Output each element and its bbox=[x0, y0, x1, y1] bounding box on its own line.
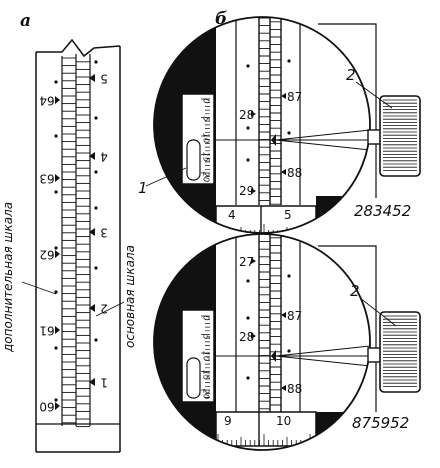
main-scale-number: 5 bbox=[100, 72, 108, 86]
top-left-lower-number: 29 bbox=[239, 184, 254, 198]
top-right-lower-number: 88 bbox=[287, 166, 302, 180]
pointer bbox=[251, 333, 256, 339]
window-digit: 20 bbox=[202, 389, 211, 399]
bottom-right-upper-number: 87 bbox=[287, 309, 302, 323]
scale-dot bbox=[94, 266, 98, 270]
callout-2-bottom: 2 bbox=[350, 282, 360, 300]
panel-a-aux-pointers bbox=[55, 96, 60, 410]
main-caption-leader bbox=[95, 301, 125, 317]
aux-caption-leader bbox=[21, 281, 57, 295]
top-reading: 283452 bbox=[354, 202, 411, 220]
window-digit: 5 bbox=[202, 334, 211, 339]
panel-a-main-scale-numbers: 1 2 3 4 5 bbox=[100, 72, 108, 390]
callout-1-leader bbox=[145, 167, 187, 187]
bottom-adjustment-knob bbox=[367, 311, 421, 393]
bottom-right-lower-number: 88 bbox=[287, 382, 302, 396]
index-pointer bbox=[271, 350, 276, 362]
top-left-upper-number: 28 bbox=[239, 108, 254, 122]
window-digit: 0 bbox=[202, 315, 211, 320]
main-scale-number: 3 bbox=[100, 226, 108, 240]
scale-dot bbox=[54, 80, 58, 84]
bottom-left-upper-number: 28 bbox=[239, 330, 254, 344]
callout-2-top: 2 bbox=[346, 66, 356, 84]
window-digit: 10 bbox=[202, 351, 211, 361]
pointer bbox=[251, 188, 256, 194]
callout-2-top-leader bbox=[355, 81, 393, 109]
scale-dot bbox=[54, 190, 58, 194]
aux-scale-number: 61 bbox=[39, 324, 54, 338]
pointer bbox=[281, 385, 286, 391]
scale-dot bbox=[94, 170, 98, 174]
panel-a-scale-strip bbox=[35, 38, 121, 453]
index-pointer bbox=[271, 134, 276, 146]
callout-1: 1 bbox=[138, 179, 148, 197]
window-digit: 10 bbox=[202, 133, 211, 143]
pointer bbox=[281, 169, 286, 175]
bottom-left-top-number: 27 bbox=[239, 255, 254, 269]
top-bottom-scale-number: 5 bbox=[284, 208, 292, 222]
top-bottom-scale-number: 4 bbox=[228, 208, 236, 222]
window-digit: 15 bbox=[202, 370, 211, 380]
main-scale-number: 4 bbox=[100, 150, 108, 164]
scale-dot bbox=[94, 206, 98, 210]
scale-dot bbox=[54, 134, 58, 138]
window-digit: 20 bbox=[202, 172, 211, 182]
aux-scale-caption: дополнительная шкала bbox=[1, 202, 15, 353]
scale-dot bbox=[54, 290, 58, 294]
panel-a-main-pointers bbox=[89, 74, 95, 386]
scale-dot bbox=[54, 398, 58, 402]
window-digit: 0 bbox=[202, 98, 211, 103]
top-right-upper-number: 87 bbox=[287, 90, 302, 104]
bottom-reading: 875952 bbox=[352, 414, 409, 432]
pointer bbox=[251, 258, 256, 264]
main-scale-number: 1 bbox=[100, 376, 108, 390]
main-scale-caption: основная шкала bbox=[123, 245, 137, 348]
aux-scale-number: 63 bbox=[39, 172, 54, 186]
scale-dot bbox=[94, 60, 98, 64]
bottom-bottom-scale-number: 10 bbox=[276, 414, 291, 428]
scale-dot bbox=[94, 116, 98, 120]
bottom-bottom-scale-number: 9 bbox=[224, 414, 232, 428]
window-digit: 15 bbox=[202, 152, 211, 162]
main-scale-number: 2 bbox=[100, 302, 108, 316]
panel-a-aux-scale-numbers: 60 61 62 63 64 bbox=[39, 94, 54, 414]
scale-dot bbox=[54, 246, 58, 250]
aux-scale-number: 62 bbox=[39, 248, 54, 262]
aux-scale-number: 60 bbox=[39, 400, 54, 414]
callout-2-bottom-leader bbox=[359, 297, 397, 327]
bottom-eyepiece-view: 27 28 87 88 0 5 10 15 20 9 10 bbox=[153, 233, 371, 451]
aux-scale-number: 64 bbox=[39, 94, 54, 108]
pointer bbox=[281, 312, 286, 318]
scale-dot bbox=[94, 338, 98, 342]
panel-a-label: а bbox=[20, 11, 31, 31]
window-digit: 5 bbox=[202, 116, 211, 121]
scale-dot bbox=[54, 346, 58, 350]
top-adjustment-knob bbox=[367, 95, 421, 177]
pointer bbox=[251, 111, 256, 117]
top-eyepiece-view: 28 29 87 88 0 5 10 15 20 4 5 bbox=[153, 16, 371, 234]
pointer bbox=[281, 93, 286, 99]
